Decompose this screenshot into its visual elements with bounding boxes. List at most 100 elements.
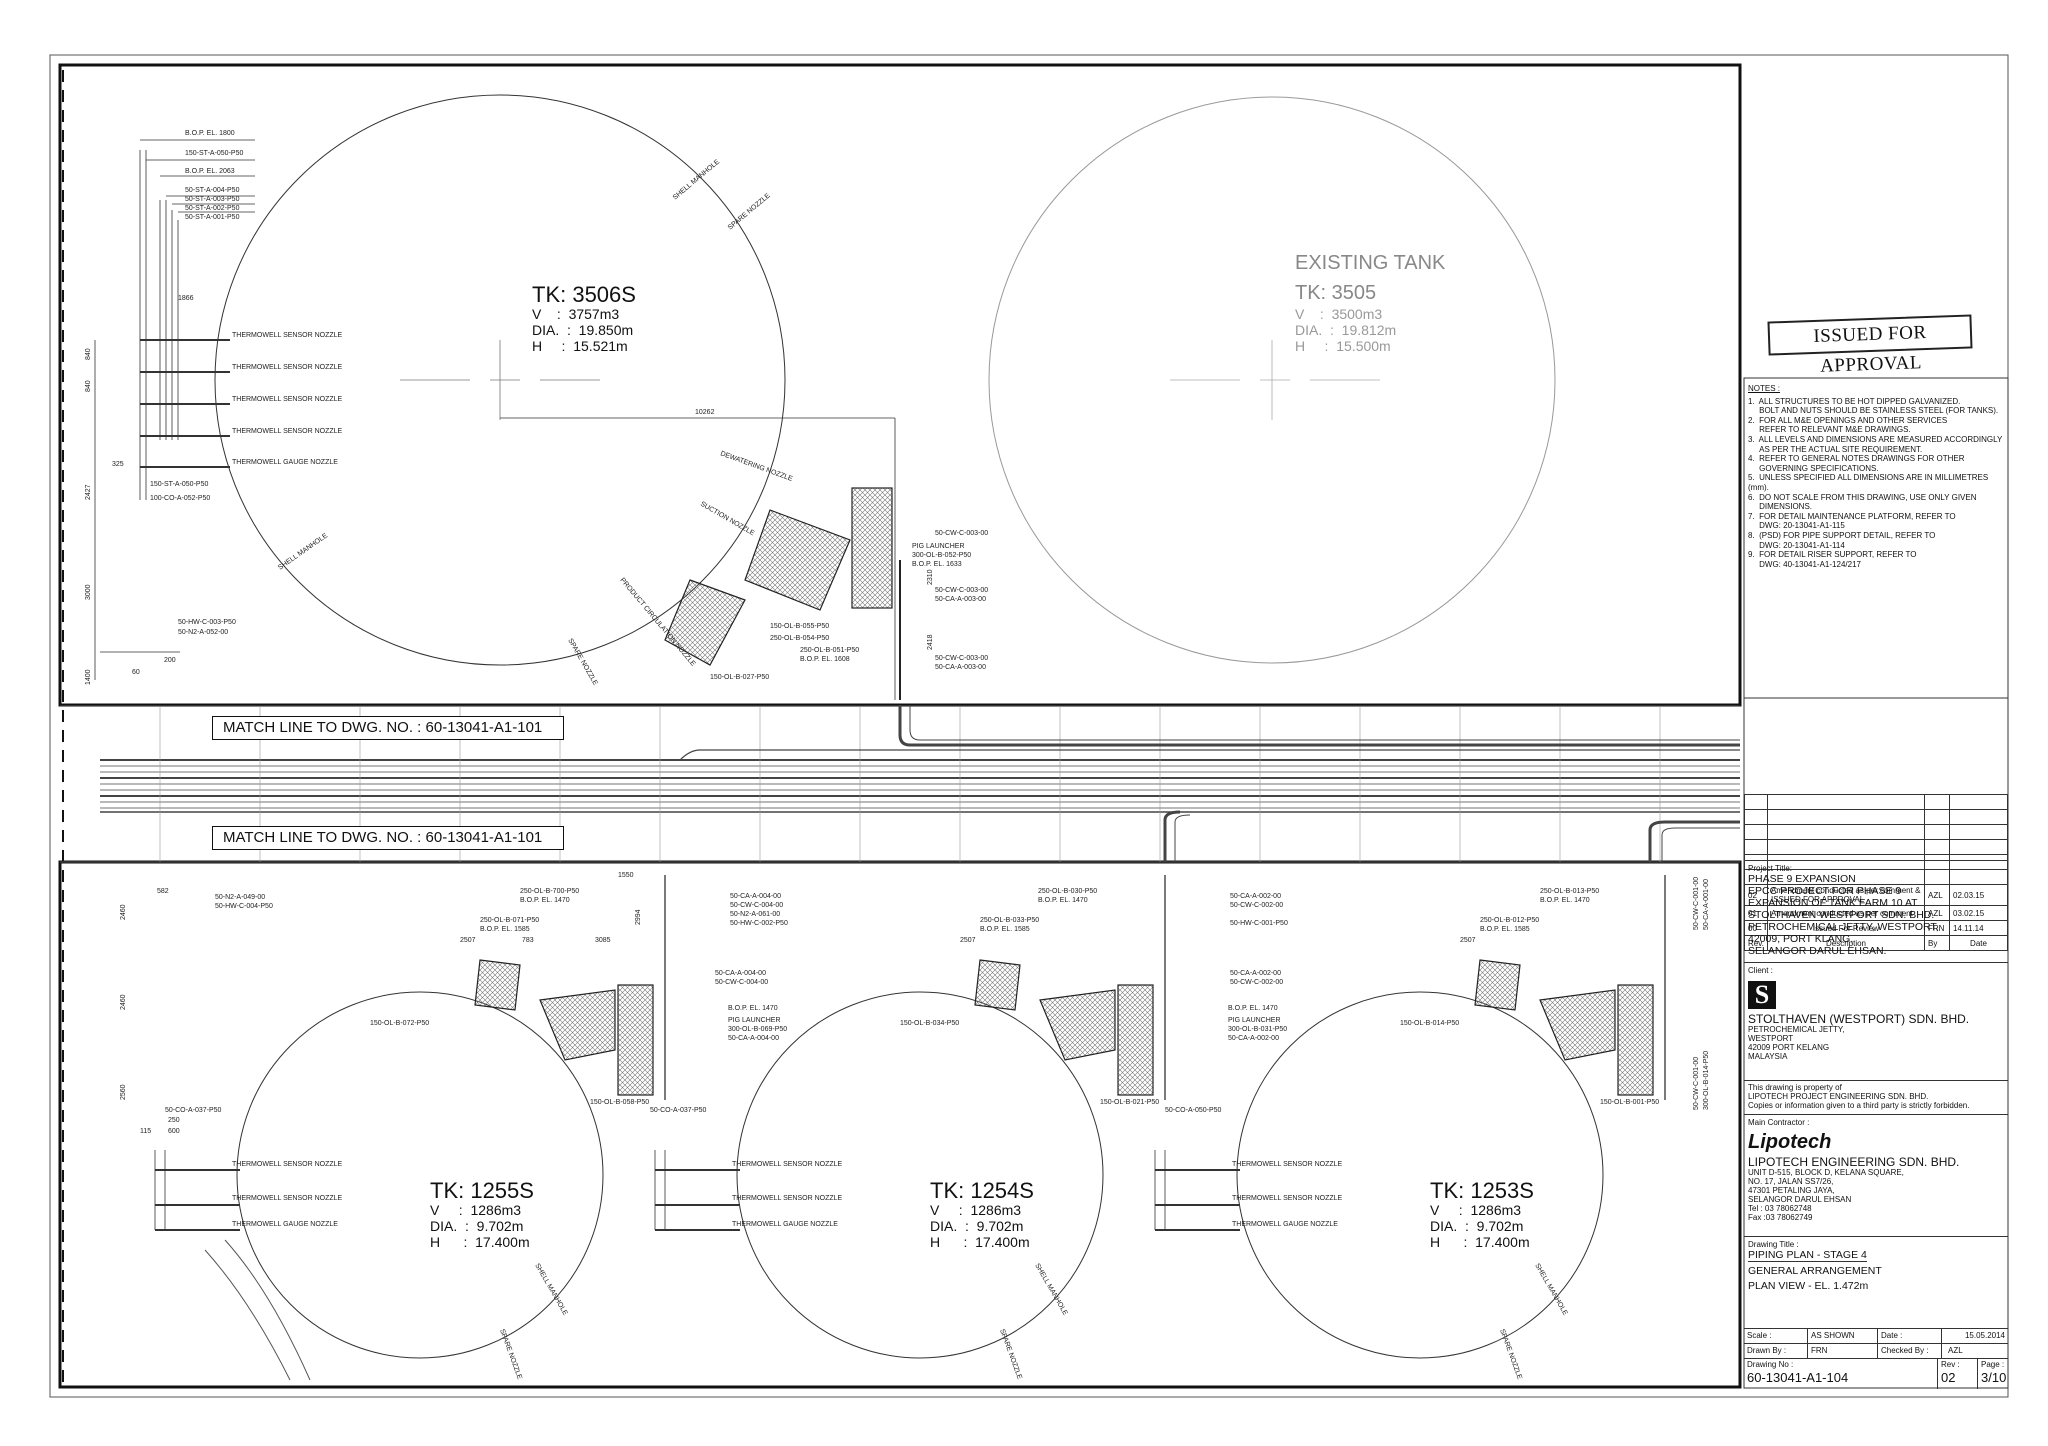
- dim-582: 582: [157, 888, 169, 895]
- label-bop1470d: B.O.P. EL. 1470: [1228, 1005, 1278, 1012]
- project-line-6: 42009, PORT KLANG,: [1748, 933, 1854, 945]
- drawing-title-label: Drawing Title :: [1748, 1240, 1799, 1249]
- drawing-title-line-3: PLAN VIEW - EL. 1.472m: [1748, 1280, 1869, 1292]
- drawn-value: FRN: [1808, 1344, 1878, 1358]
- label-150ol021: 150-OL-B-021-P50: [1100, 1099, 1159, 1106]
- label-thermo-10: THERMOWELL SENSOR NOZZLE: [1232, 1195, 1343, 1202]
- label-50ca002c: 50-CA-A-002-00: [1228, 1035, 1279, 1042]
- existing-tank-header: EXISTING TANK: [1295, 252, 1446, 274]
- drawing-title-line-1: PIPING PLAN - STAGE 4: [1748, 1249, 1867, 1262]
- label-300ol014: 300-OL-B-014-P50: [1703, 1051, 1710, 1110]
- label-shell-manhole-1: SHELL MANHOLE: [277, 532, 329, 571]
- label-250ol700: 250-OL-B-700-P50: [520, 888, 579, 895]
- label-50ca004a: 50-CA-A-004-00: [730, 893, 781, 900]
- label-pig-launcher-3: PIG LAUNCHER: [1228, 1017, 1281, 1024]
- stair: [204, 1249, 291, 1381]
- client-addr-2: WESTPORT: [1748, 1034, 1794, 1043]
- label-50co037b: 50-CO-A-037-P50: [650, 1107, 707, 1114]
- tank-3506s-height: H : 15.521m: [532, 338, 628, 354]
- left-riser-pipes: [94, 139, 255, 680]
- label-50cw001b: 50-CW-C-001-00: [1693, 1057, 1700, 1110]
- label-250ol071: 250-OL-B-071-P50: [480, 917, 539, 924]
- note-5: 5. UNLESS SPECIFIED ALL DIMENSIONS ARE I…: [1748, 473, 1991, 492]
- dim-2560: 2560: [120, 1084, 127, 1100]
- label-150ol001: 150-OL-B-001-P50: [1600, 1099, 1659, 1106]
- label-50cw003b: 50-CW-C-003-00: [935, 587, 988, 594]
- label-thermo-7: THERMOWELL SENSOR NOZZLE: [732, 1161, 843, 1168]
- tank-1253s-height: H : 17.400m: [1430, 1234, 1530, 1250]
- label-50hw002: 50-HW-C-002-P50: [730, 920, 788, 927]
- tank-1255s-volume: V : 1286m3: [430, 1202, 522, 1218]
- dim-2427: 2427: [85, 484, 92, 500]
- label-50st001: 50-ST-A-001-P50: [185, 214, 240, 221]
- page-label: Page :: [1981, 1360, 2005, 1369]
- tank-1254s-outline: [736, 991, 1104, 1359]
- label-thermo-6: THERMOWELL SENSOR NOZZLE: [232, 1195, 343, 1202]
- label-bop1633: B.O.P. EL. 1633: [912, 561, 962, 568]
- label-50ca004c: 50-CA-A-004-00: [728, 1035, 779, 1042]
- label-300ol069: 300-OL-B-069-P50: [728, 1026, 787, 1033]
- tank-3505-volume: V : 3500m3: [1295, 306, 1383, 322]
- tank-3505-outline: [988, 96, 1556, 664]
- label-spare-nozzle-2: SPARE NOZZLE: [566, 638, 599, 687]
- label-50n2052: 50-N2-A-052-00: [178, 629, 228, 636]
- label-150ol034: 150-OL-B-034-P50: [900, 1020, 959, 1027]
- contractor-name: LIPOTECH ENGINEERING SDN. BHD.: [1748, 1155, 1960, 1169]
- label-250ol012: 250-OL-B-012-P50: [1480, 917, 1539, 924]
- dim-600-a: 600: [168, 1128, 180, 1135]
- label-150ol055: 150-OL-B-055-P50: [770, 623, 829, 630]
- label-bop1470e: B.O.P. EL. 1470: [1540, 897, 1590, 904]
- label-shell-manhole-2: SHELL MANHOLE: [672, 158, 722, 201]
- label-50cw003a: 50-CW-C-003-00: [935, 530, 988, 537]
- label-50n2061: 50-N2-A-061-00: [730, 911, 780, 918]
- project-line-7: SELANGOR DARUL EHSAN.: [1748, 945, 1887, 957]
- label-50n2049: 50-N2-A-049-00: [215, 894, 265, 901]
- project-label: Project Title:: [1748, 864, 1793, 873]
- label-bop1585b: B.O.P. EL. 1585: [980, 926, 1030, 933]
- label-50ca004b: 50-CA-A-004-00: [715, 970, 766, 977]
- tank-1254s-dia: DIA. : 9.702m: [930, 1218, 1024, 1234]
- tank-3506s-centerlines: [400, 340, 600, 420]
- tank-1255s-dia: DIA. : 9.702m: [430, 1218, 524, 1234]
- notes-title: NOTES :: [1748, 384, 1781, 393]
- bottom-panel: [58, 860, 1742, 1389]
- platform-1254s: [974, 875, 1166, 1100]
- label-pig-launcher-2: PIG LAUNCHER: [728, 1017, 781, 1024]
- label-spare-nozzle-1: SPARE NOZZLE: [727, 192, 772, 231]
- label-50cw004a: 50-CW-C-004-00: [730, 902, 783, 909]
- label-bop1470a: B.O.P. EL. 1470: [520, 897, 570, 904]
- label-dewatering: DEWATERING NOZZLE: [719, 450, 793, 483]
- project-title-block: Project Title: PHASE 9 EXPANSION EPCC PR…: [1744, 860, 2008, 960]
- label-300ol052: 300-OL-B-052-P50: [912, 552, 971, 559]
- rev-value: 02: [1941, 1370, 1956, 1385]
- property-line-1: This drawing is property of: [1748, 1083, 1842, 1092]
- note-9: 9. FOR DETAIL RISER SUPPORT, REFER TO DW…: [1748, 550, 1917, 569]
- stolthaven-logo: S: [1748, 981, 1776, 1009]
- dim-1866: 1866: [178, 295, 194, 302]
- dim-2507-a: 2507: [460, 937, 476, 944]
- label-300ol031: 300-OL-B-031-P50: [1228, 1026, 1287, 1033]
- tank-3506s-name: TK: 3506S: [532, 282, 636, 307]
- note-2: 2. FOR ALL M&E OPENINGS AND OTHER SERVIC…: [1748, 415, 1948, 435]
- client-addr-3: 42009 PORT KELANG: [1748, 1043, 1830, 1052]
- label-bop1585a: B.O.P. EL. 1585: [480, 926, 530, 933]
- scale-label: Scale :: [1744, 1329, 1808, 1343]
- dim-2460-b: 2460: [120, 994, 127, 1010]
- dim-3000: 3000: [85, 584, 92, 600]
- notes-block: NOTES : 1. ALL STRUCTURES TO BE HOT DIPP…: [1748, 384, 2008, 569]
- drawing-title-line-2: GENERAL ARRANGEMENT: [1748, 1265, 1882, 1277]
- label-50cw003c: 50-CW-C-003-00: [935, 655, 988, 662]
- contractor-fax: Fax :03 78062749: [1748, 1213, 1813, 1222]
- dim-325: 325: [112, 461, 124, 468]
- contractor-tel: Tel : 03 78062748: [1748, 1204, 1812, 1213]
- tank-1255s-outline: [236, 991, 604, 1359]
- platform-1255s: [474, 875, 666, 1100]
- note-1: 1. ALL STRUCTURES TO BE HOT DIPPED GALVA…: [1748, 396, 1999, 416]
- issued-stamp: ISSUED FOR APPROVAL: [1767, 314, 1973, 377]
- label-thermo-9: THERMOWELL SENSOR NOZZLE: [1232, 1161, 1343, 1168]
- dim-115-a: 115: [140, 1128, 151, 1135]
- label-thermo-2: THERMOWELL SENSOR NOZZLE: [232, 364, 343, 371]
- page-value: 3/10: [1981, 1370, 2007, 1385]
- date-value: 15.05.2014: [1964, 1331, 2005, 1340]
- label-50cw002a: 50-CW-C-002-00: [1230, 902, 1283, 909]
